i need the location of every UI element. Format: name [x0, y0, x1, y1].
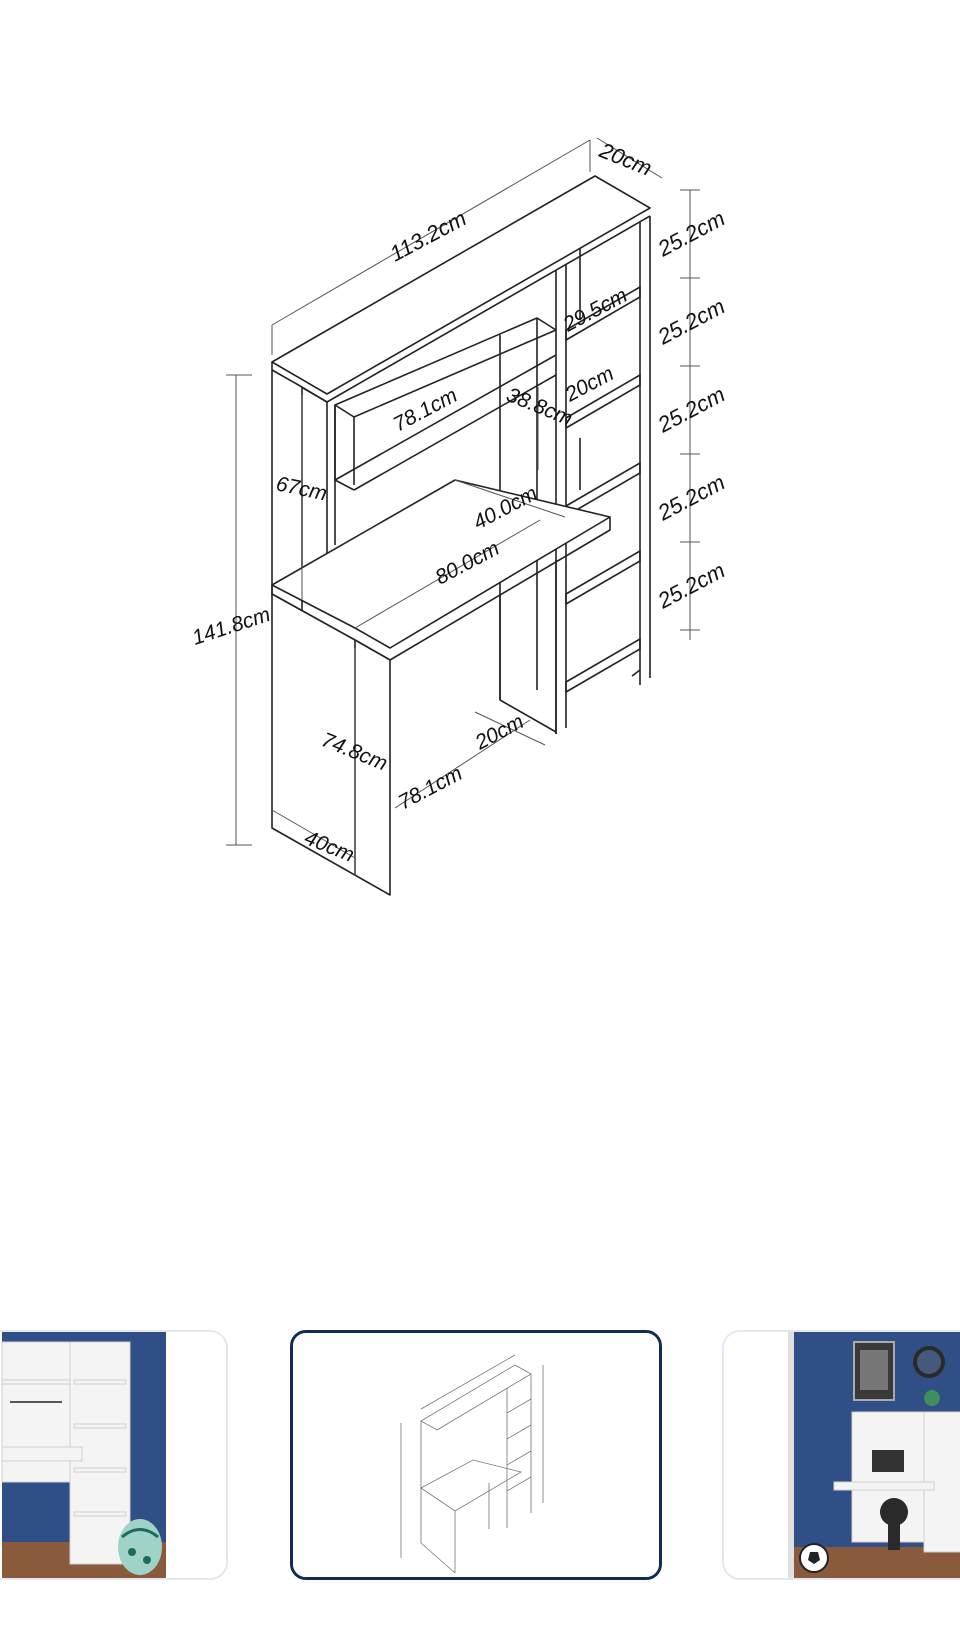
dim-shelf-height-2: 25.2cm: [653, 293, 729, 349]
thumbnail-strip: [0, 1330, 960, 1584]
thumbnail-dimensions[interactable]: [290, 1330, 662, 1580]
dim-shelf-height-5: 25.2cm: [653, 557, 729, 613]
dim-shelf-depth: 20cm: [561, 362, 618, 407]
dim-depth-top: 20cm: [595, 137, 655, 181]
thumbnail-photo-front[interactable]: [0, 1330, 228, 1580]
thumbnail-photo-room[interactable]: [722, 1330, 960, 1580]
dim-shelf-height-1: 25.2cm: [653, 205, 729, 261]
dim-shelf-height-3: 25.2cm: [653, 381, 729, 437]
dim-shelf-width: 29.5cm: [559, 284, 631, 337]
dim-under-width: 78.1cm: [395, 762, 467, 815]
dim-shelf-height-4: 25.2cm: [653, 469, 729, 525]
dim-total-height: 141.8cm: [189, 603, 273, 650]
main-product-image[interactable]: 113.2cm 20cm 25.2cm 25.2cm 25.2cm 25.2cm…: [0, 0, 960, 1200]
dim-leg-depth: 20cm: [471, 710, 528, 755]
